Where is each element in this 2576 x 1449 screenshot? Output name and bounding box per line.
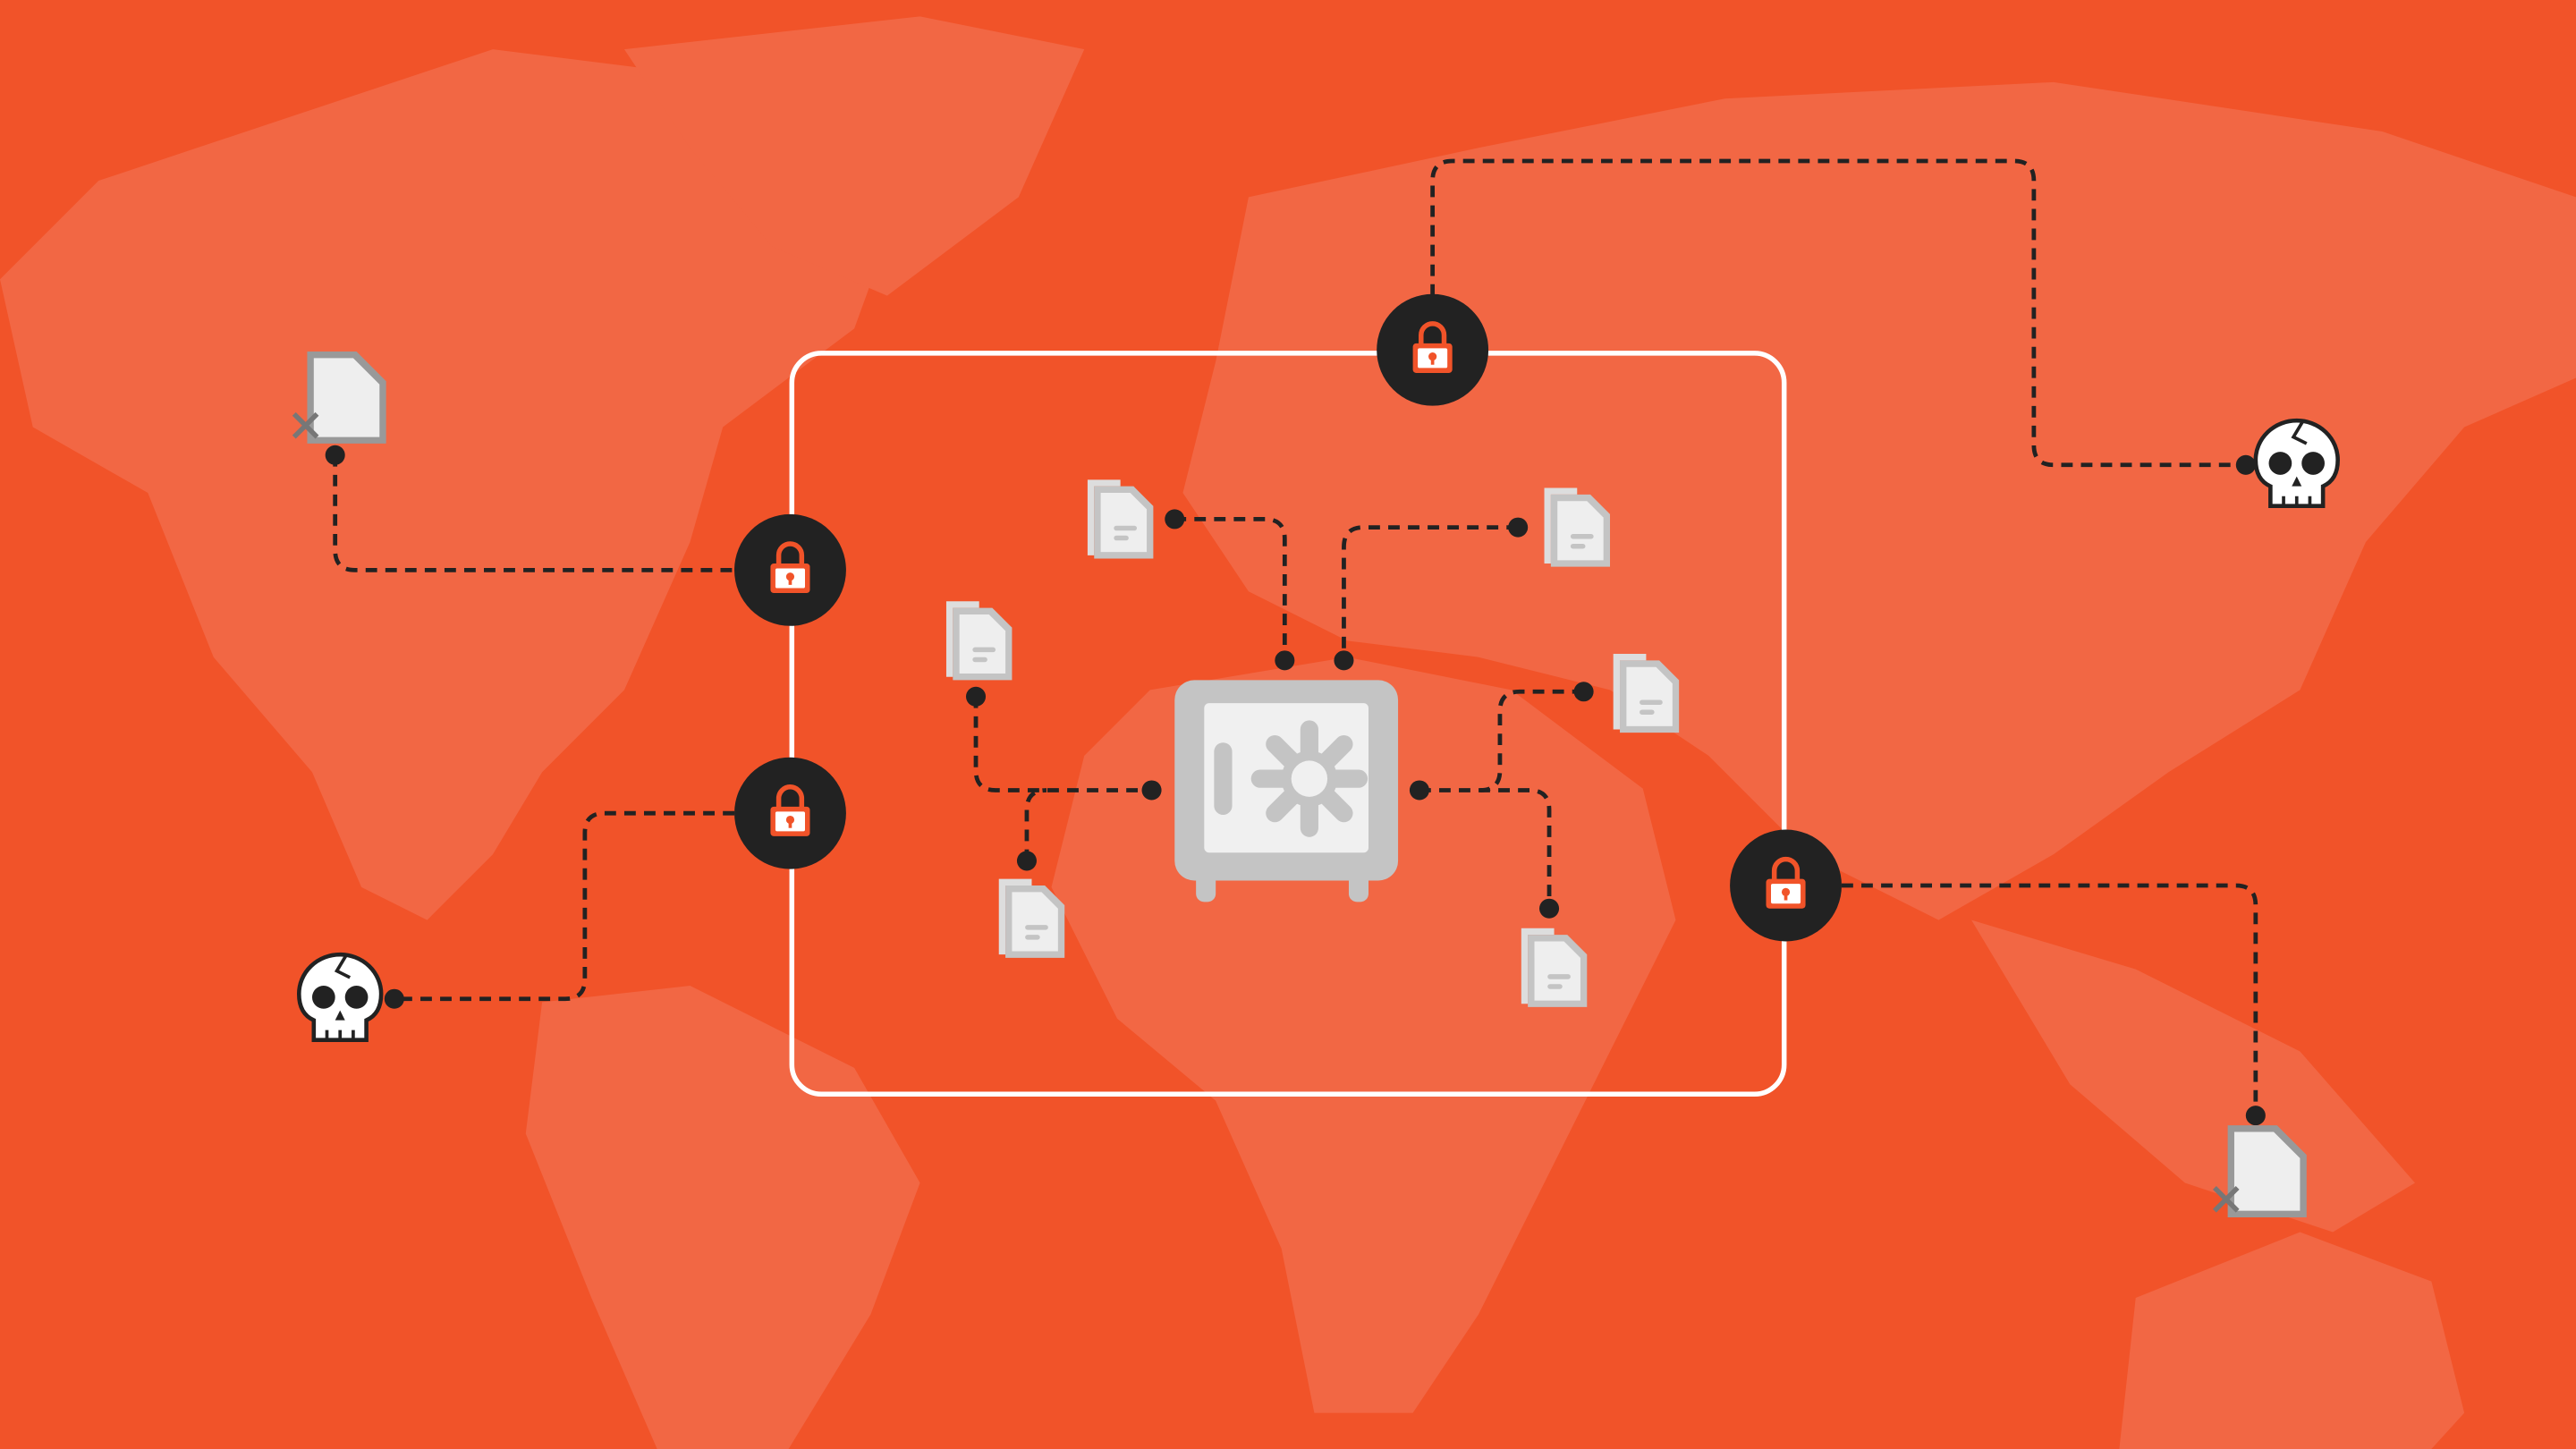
lock-icon [1377, 294, 1488, 406]
north-america [0, 49, 920, 920]
safe-icon [1174, 680, 1399, 902]
safe-dial [1250, 720, 1368, 837]
south-america [525, 986, 920, 1449]
connection-line [1841, 883, 2258, 1116]
secure-perimeter-frame [789, 351, 1787, 1097]
connection-line [1430, 158, 2246, 468]
greenland [623, 16, 1085, 296]
connection-line [1174, 517, 1287, 661]
connection-line [1024, 788, 1047, 861]
connection-line [333, 454, 735, 572]
connections [325, 158, 2266, 1126]
lock-icon [1730, 830, 1842, 942]
australia [2119, 1232, 2465, 1449]
connection-line [1419, 788, 1552, 909]
connection-line [1342, 525, 1519, 661]
lock-icon [734, 514, 846, 626]
europe-asia [1182, 81, 2576, 920]
connection-line [973, 696, 1152, 792]
connection-dots [325, 445, 2266, 1126]
lock-icon [734, 758, 846, 869]
